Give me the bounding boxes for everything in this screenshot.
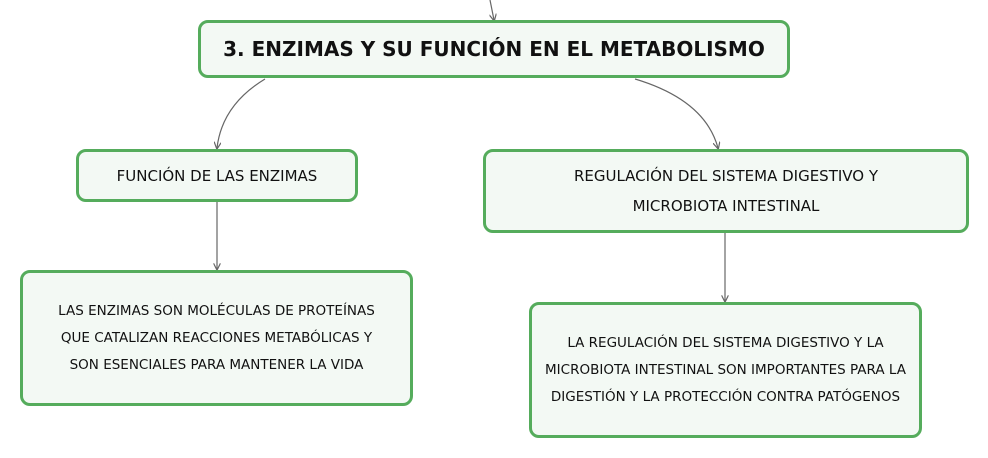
connector-root-reg [634,78,718,148]
detail-text: LA REGULACIÓN DEL SISTEMA DIGESTIVO Y LA… [545,334,906,405]
branch-node-function[interactable]: FUNCIÓN DE LAS ENZIMAS [76,149,358,202]
detail-text: LAS ENZIMAS SON MOLÉCULAS DE PROTEÍNAS Q… [58,302,375,373]
branch-title: FUNCIÓN DE LAS ENZIMAS [116,166,318,185]
connector-parent [490,0,494,20]
detail-node-regulation[interactable]: LA REGULACIÓN DEL SISTEMA DIGESTIVO Y LA… [529,302,922,438]
branch-title: REGULACIÓN DEL SISTEMA DIGESTIVO Y MICRO… [573,167,879,215]
detail-node-function[interactable]: LAS ENZIMAS SON MOLÉCULAS DE PROTEÍNAS Q… [20,270,413,406]
connector-root-func [217,78,266,148]
root-node[interactable]: 3. ENZIMAS Y SU FUNCIÓN EN EL METABOLISM… [198,20,790,78]
branch-node-regulation[interactable]: REGULACIÓN DEL SISTEMA DIGESTIVO Y MICRO… [483,149,969,233]
root-title: 3. ENZIMAS Y SU FUNCIÓN EN EL METABOLISM… [223,37,765,61]
